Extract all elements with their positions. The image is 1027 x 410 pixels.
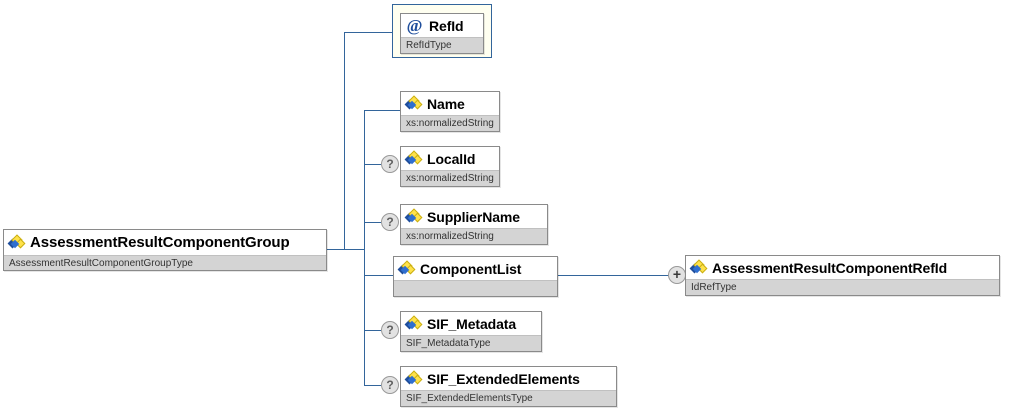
node-name-type: xs:normalizedString [401,115,499,131]
node-assessmentresultcomponentrefid-label: AssessmentResultComponentRefId [712,259,948,276]
connector-branch-localid [364,164,381,165]
node-componentlist-label: ComponentList [420,260,522,277]
node-localid-label: LocalId [427,150,476,167]
occurrence-marker-sif-extendedelements: ? [381,376,399,394]
node-suppliername[interactable]: SupplierName xs:normalizedString [400,204,548,245]
node-localid[interactable]: LocalId xs:normalizedString [400,146,500,187]
element-icon [404,95,423,110]
node-root-assessmentresultcomponentgroup[interactable]: AssessmentResultComponentGroup Assessmen… [3,229,327,271]
node-sif-metadata-type: SIF_MetadataType [401,335,541,351]
connector-branch-suppliername [364,222,381,223]
element-icon [7,234,26,249]
occurrence-marker-localid: ? [381,155,399,173]
node-root-label: AssessmentResultComponentGroup [30,233,290,251]
node-assessmentresultcomponentrefid-title: AssessmentResultComponentRefId [686,256,999,279]
connector-branch-name [364,110,401,111]
element-icon [404,370,423,385]
element-icon [404,150,423,165]
connector-branch-componentlist [364,275,394,276]
node-name[interactable]: Name xs:normalizedString [400,91,500,132]
node-root-title: AssessmentResultComponentGroup [4,230,326,255]
node-sif-extendedelements-type: SIF_ExtendedElementsType [401,390,616,406]
node-sif-extendedelements-title: SIF_ExtendedElements [401,367,616,390]
connector-branch-sif-metadata [364,330,381,331]
expand-marker-assessmentresultcomponentrefid[interactable]: + [668,266,686,284]
element-icon [397,260,416,275]
node-sif-metadata-title: SIF_Metadata [401,312,541,335]
node-localid-type: xs:normalizedString [401,170,499,186]
connector-branch-sif-extendedelements [364,385,381,386]
node-sif-extendedelements[interactable]: SIF_ExtendedElements SIF_ExtendedElement… [400,366,617,407]
connector-componentlist-to-child [558,275,669,276]
node-sif-extendedelements-label: SIF_ExtendedElements [427,370,580,387]
node-suppliername-title: SupplierName [401,205,547,228]
connector-branch-refid [344,32,392,33]
element-icon [689,259,708,274]
node-componentlist[interactable]: ComponentList [393,256,558,297]
connector-attribute-trunk [344,32,345,250]
node-refid-type: RefIdType [401,37,483,53]
node-sif-metadata-label: SIF_Metadata [427,315,517,332]
node-localid-title: LocalId [401,147,499,170]
node-root-type: AssessmentResultComponentGroupType [4,255,326,270]
occurrence-marker-suppliername: ? [381,213,399,231]
node-suppliername-label: SupplierName [427,208,520,225]
connector-root-stub [327,249,365,250]
element-icon [404,315,423,330]
node-suppliername-type: xs:normalizedString [401,228,547,244]
node-sif-metadata[interactable]: SIF_Metadata SIF_MetadataType [400,311,542,352]
node-componentlist-title: ComponentList [394,257,557,280]
node-refid-title: @ RefId [401,14,483,37]
node-assessmentresultcomponentrefid[interactable]: AssessmentResultComponentRefId IdRefType [685,255,1000,296]
element-icon [404,208,423,223]
node-assessmentresultcomponentrefid-type: IdRefType [686,279,999,295]
occurrence-marker-sif-metadata: ? [381,321,399,339]
node-refid[interactable]: @ RefId RefIdType [400,13,484,54]
node-name-label: Name [427,95,465,112]
node-refid-label: RefId [429,17,464,34]
attribute-icon: @ [406,15,423,35]
node-componentlist-type [394,280,557,296]
connector-element-trunk [364,110,365,385]
node-name-title: Name [401,92,499,115]
